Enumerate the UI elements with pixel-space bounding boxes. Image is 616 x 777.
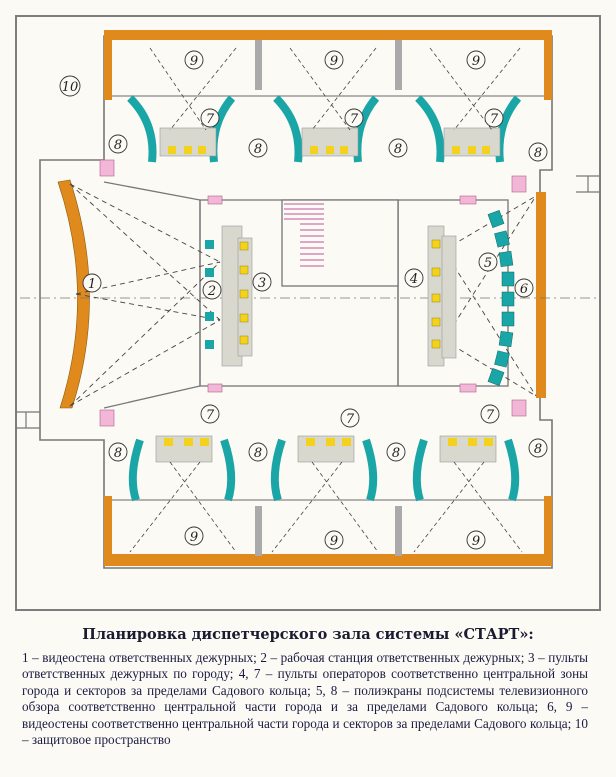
videowall-9-bottom xyxy=(104,554,552,566)
label-7: 7 xyxy=(346,412,355,427)
label-8: 8 xyxy=(534,146,542,161)
label-9: 9 xyxy=(330,54,338,69)
label-7: 7 xyxy=(350,112,359,127)
videowall-9-br-side xyxy=(544,496,552,566)
partition-top-1 xyxy=(255,40,262,90)
figure-title: Планировка диспетчерского зала системы «… xyxy=(82,626,534,643)
label-1: 1 xyxy=(88,277,96,292)
console-3 xyxy=(221,225,253,367)
label-5: 5 xyxy=(484,256,492,271)
label-8: 8 xyxy=(394,142,402,157)
partition-bottom-1 xyxy=(255,506,262,556)
bay-top-1 xyxy=(127,47,237,163)
label-8: 8 xyxy=(114,446,122,461)
label-8: 8 xyxy=(114,138,122,153)
outer-wall xyxy=(15,15,601,611)
videowall-9-bl-side xyxy=(104,496,112,566)
partition-top-2 xyxy=(395,40,402,90)
figure-legend: 1 – видеостена ответственных дежурных; 2… xyxy=(22,650,588,748)
label-10: 10 xyxy=(62,80,79,95)
plan-labels xyxy=(59,50,548,550)
videowall-6 xyxy=(536,192,546,398)
videowall-9-left-side xyxy=(104,30,112,100)
polyscreen-2 xyxy=(205,240,214,349)
control-room-floor-plan: 10 1 2 3 4 5 6 9 9 9 7 7 7 8 8 8 8 7 7 7… xyxy=(15,15,601,611)
bay-bottom-1 xyxy=(128,435,237,553)
label-9: 9 xyxy=(472,54,480,69)
label-7: 7 xyxy=(490,112,499,127)
bays-bottom xyxy=(128,435,523,553)
label-8: 8 xyxy=(254,446,262,461)
label-9: 9 xyxy=(472,534,480,549)
label-6: 6 xyxy=(520,282,528,297)
doors xyxy=(99,159,527,427)
staircase-box xyxy=(281,199,399,287)
sightlines-wall-1 xyxy=(69,183,221,407)
bay-bottom-3 xyxy=(412,435,523,553)
console-4 xyxy=(427,225,457,367)
label-9: 9 xyxy=(330,534,338,549)
bays-top xyxy=(127,47,522,163)
label-8: 8 xyxy=(534,442,542,457)
bay-bottom-2 xyxy=(270,435,379,553)
label-2: 2 xyxy=(207,284,216,299)
label-8: 8 xyxy=(254,142,262,157)
exterior-doorways xyxy=(16,175,600,429)
videowall-9-top xyxy=(104,30,552,40)
bay-top-2 xyxy=(273,47,380,163)
bay-top-3 xyxy=(415,47,522,163)
videowall-1 xyxy=(57,179,90,409)
partition-bottom-2 xyxy=(395,506,402,556)
staircase xyxy=(284,203,324,267)
plan-label-text: 10 1 2 3 4 5 6 9 9 9 7 7 7 8 8 8 8 7 7 7… xyxy=(62,54,542,549)
videowall-9-right-side xyxy=(544,30,552,100)
hall-wall xyxy=(39,35,553,569)
label-7: 7 xyxy=(206,112,215,127)
label-4: 4 xyxy=(409,272,418,287)
label-3: 3 xyxy=(258,276,266,291)
label-9: 9 xyxy=(190,530,198,545)
label-9: 9 xyxy=(190,54,198,69)
label-7: 7 xyxy=(206,408,215,423)
central-room-left xyxy=(103,181,201,409)
label-8: 8 xyxy=(392,446,400,461)
label-7: 7 xyxy=(486,408,495,423)
polyscreen-5 xyxy=(487,210,515,386)
